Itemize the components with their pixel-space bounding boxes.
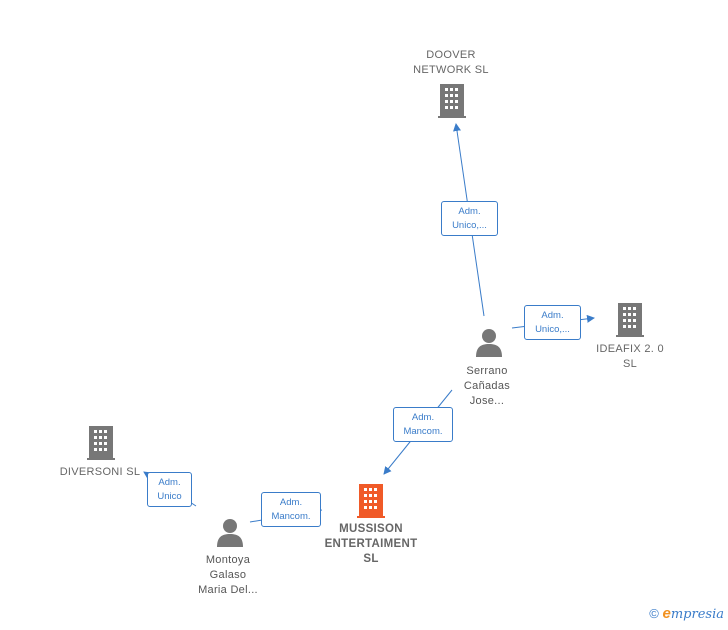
building-icon (357, 484, 385, 518)
edge-label-serrano-ideafix[interactable]: Adm. Unico,... (524, 305, 581, 340)
copyright-icon: © (649, 606, 659, 621)
node-doover-label[interactable]: DOOVER NETWORK SL (413, 49, 489, 76)
node-mussison-label[interactable]: MUSSISON ENTERTAIMENT SL (324, 523, 418, 565)
edge-label-serrano-doover[interactable]: Adm. Unico,... (441, 201, 498, 236)
node-ideafix-label[interactable]: IDEAFIX 2. 0 SL (596, 343, 664, 370)
brand-logo-initial: e (662, 605, 671, 622)
node-montoya-label[interactable]: Montoya Galaso Maria Del... (198, 554, 258, 596)
node-serrano-label[interactable]: Serrano Cañadas Jose... (463, 365, 511, 407)
edge-label-montoya-diversoni[interactable]: Adm. Unico (147, 472, 192, 507)
edge-label-serrano-mussison[interactable]: Adm. Mancom. (393, 407, 453, 442)
person-icon (476, 329, 502, 357)
edge-label-montoya-mussison[interactable]: Adm. Mancom. (261, 492, 321, 527)
building-icon (438, 84, 466, 118)
node-diversoni-label[interactable]: DIVERSONI SL (59, 466, 141, 478)
brand-name: mpresia (670, 607, 724, 622)
building-icon (616, 303, 644, 337)
brand-footer: © empresia (649, 605, 724, 622)
building-icon (87, 426, 115, 460)
person-icon (217, 519, 243, 547)
